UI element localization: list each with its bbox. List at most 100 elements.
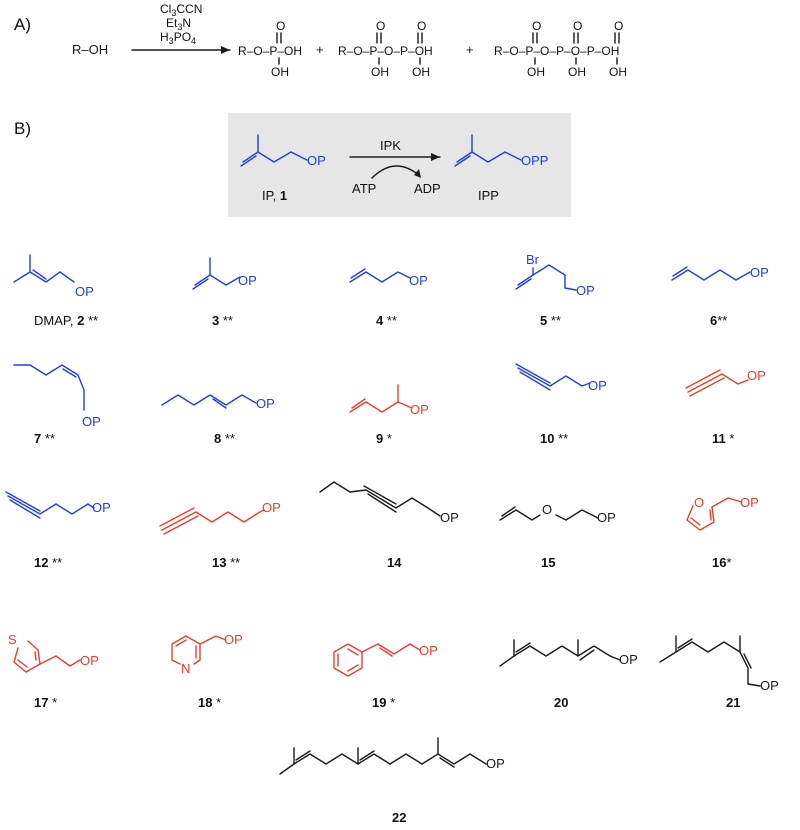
caption-9: 9 * [376, 431, 392, 446]
svg-text:R–O–P–O–P–OH: R–O–P–O–P–OH [338, 44, 433, 58]
svg-text:OH: OH [271, 65, 289, 79]
op-19: OP [419, 643, 438, 658]
caption-16: 16* [712, 555, 732, 570]
pyridine-n-18: N [181, 661, 190, 676]
caption-6: 6** [710, 313, 727, 328]
structure-9 [349, 384, 413, 413]
caption-7: 7 ** [34, 431, 55, 446]
caption-14: 14 [387, 555, 402, 570]
caption-13: 13 ** [212, 555, 240, 570]
caption-17: 17 * [34, 695, 57, 710]
structure-5 [515, 264, 577, 291]
cofactor-adp: ADP [414, 181, 441, 196]
svg-text:O: O [376, 19, 385, 33]
structure-8 [161, 394, 257, 409]
structure-3 [192, 257, 241, 290]
caption-21: 21 [726, 695, 740, 710]
structure-6 [671, 266, 751, 281]
svg-text:O: O [417, 19, 426, 33]
structure-13 [159, 507, 265, 535]
structure-ipp [454, 134, 522, 167]
reaction-box [228, 113, 571, 217]
op-10: OP [588, 378, 607, 393]
op-13: OP [262, 500, 281, 515]
structure-ip [240, 134, 308, 167]
arrowhead-b [431, 153, 440, 161]
arrowhead-a [221, 46, 230, 54]
panel-a-label: A) [14, 15, 31, 34]
structure-12 [5, 491, 95, 519]
op-5: OP [576, 283, 595, 298]
caption-12: 12 ** [34, 555, 62, 570]
structure-16 [686, 497, 743, 531]
structure-22 [279, 737, 487, 775]
cofactor-arrowhead [414, 169, 421, 178]
op-9: OP [410, 402, 429, 417]
svg-text:O: O [614, 19, 623, 33]
caption-10: 10 ** [540, 431, 568, 446]
enzyme-ipk: IPK [380, 138, 401, 153]
svg-text:O: O [276, 19, 285, 33]
caption-8: 8 ** [214, 431, 235, 446]
structure-19 [333, 643, 421, 677]
structure-18 [171, 635, 227, 665]
panel-b-label: B) [14, 119, 31, 138]
caption-11: 11 * [712, 431, 734, 446]
ip-caption: IP, 1 [262, 188, 287, 203]
op-7: OP [82, 414, 101, 429]
op-12: OP [92, 500, 111, 515]
op-4: OP [409, 273, 428, 288]
op-15: OP [597, 510, 616, 525]
ether-o-15: O [542, 502, 552, 517]
op-2: OP [75, 284, 94, 299]
caption-22: 22 [392, 810, 406, 825]
svg-text:O: O [573, 19, 582, 33]
reagent-h3po4: H3PO4 [160, 30, 196, 46]
svg-text:OH: OH [527, 65, 545, 79]
product-triphosphate: R–O–P–O–P–O–P–OH O OH O OH O OH [494, 19, 627, 79]
op-17: OP [80, 653, 99, 668]
op-18: OP [224, 632, 243, 647]
op-20: OP [619, 652, 638, 667]
op-16: OP [740, 495, 759, 510]
svg-text:OH: OH [412, 65, 430, 79]
plus-1: + [316, 42, 324, 57]
structure-15 [499, 506, 599, 521]
product-diphosphate: R–O–P–O–P–OH O OH O OH [338, 19, 433, 79]
op-8: OP [256, 396, 275, 411]
structure-4 [349, 268, 411, 283]
structure-17 [13, 640, 81, 673]
svg-text:OH: OH [371, 65, 389, 79]
op-3: OP [238, 273, 257, 288]
thiophene-s-17: S [8, 632, 17, 647]
caption-3: 3 ** [212, 313, 233, 328]
structure-2 [13, 254, 75, 283]
caption-15: 15 [541, 555, 555, 570]
op-11: OP [747, 368, 766, 383]
svg-text:R–O–P–OH: R–O–P–OH [238, 44, 302, 58]
structure-7 [13, 364, 85, 411]
svg-text:OH: OH [609, 65, 627, 79]
ip-op-label: OP [307, 153, 326, 168]
br-5: Br [526, 252, 540, 267]
op-22: OP [486, 756, 505, 771]
caption-2: DMAP, 2 ** [34, 313, 98, 328]
furan-o-16: O [694, 495, 704, 510]
caption-20: 20 [554, 695, 568, 710]
caption-4: 4 ** [376, 313, 397, 328]
structure-14 [319, 481, 441, 517]
product-monophosphate: R–O–P–OH O OH [238, 19, 302, 79]
ipp-caption: IPP [478, 188, 499, 203]
structure-20 [499, 639, 621, 667]
cofactor-atp: ATP [352, 181, 376, 196]
structure-11 [685, 369, 749, 397]
ipp-opp-label: OPP [521, 153, 548, 168]
svg-text:OH: OH [568, 65, 586, 79]
svg-text:O: O [532, 19, 541, 33]
structure-10 [515, 363, 591, 391]
caption-19: 19 * [372, 695, 395, 710]
reagent-cl3ccn: Cl3CCN [160, 2, 202, 18]
svg-text:R–O–P–O–P–O–P–OH: R–O–P–O–P–O–P–OH [494, 44, 619, 58]
op-21: OP [760, 678, 779, 693]
